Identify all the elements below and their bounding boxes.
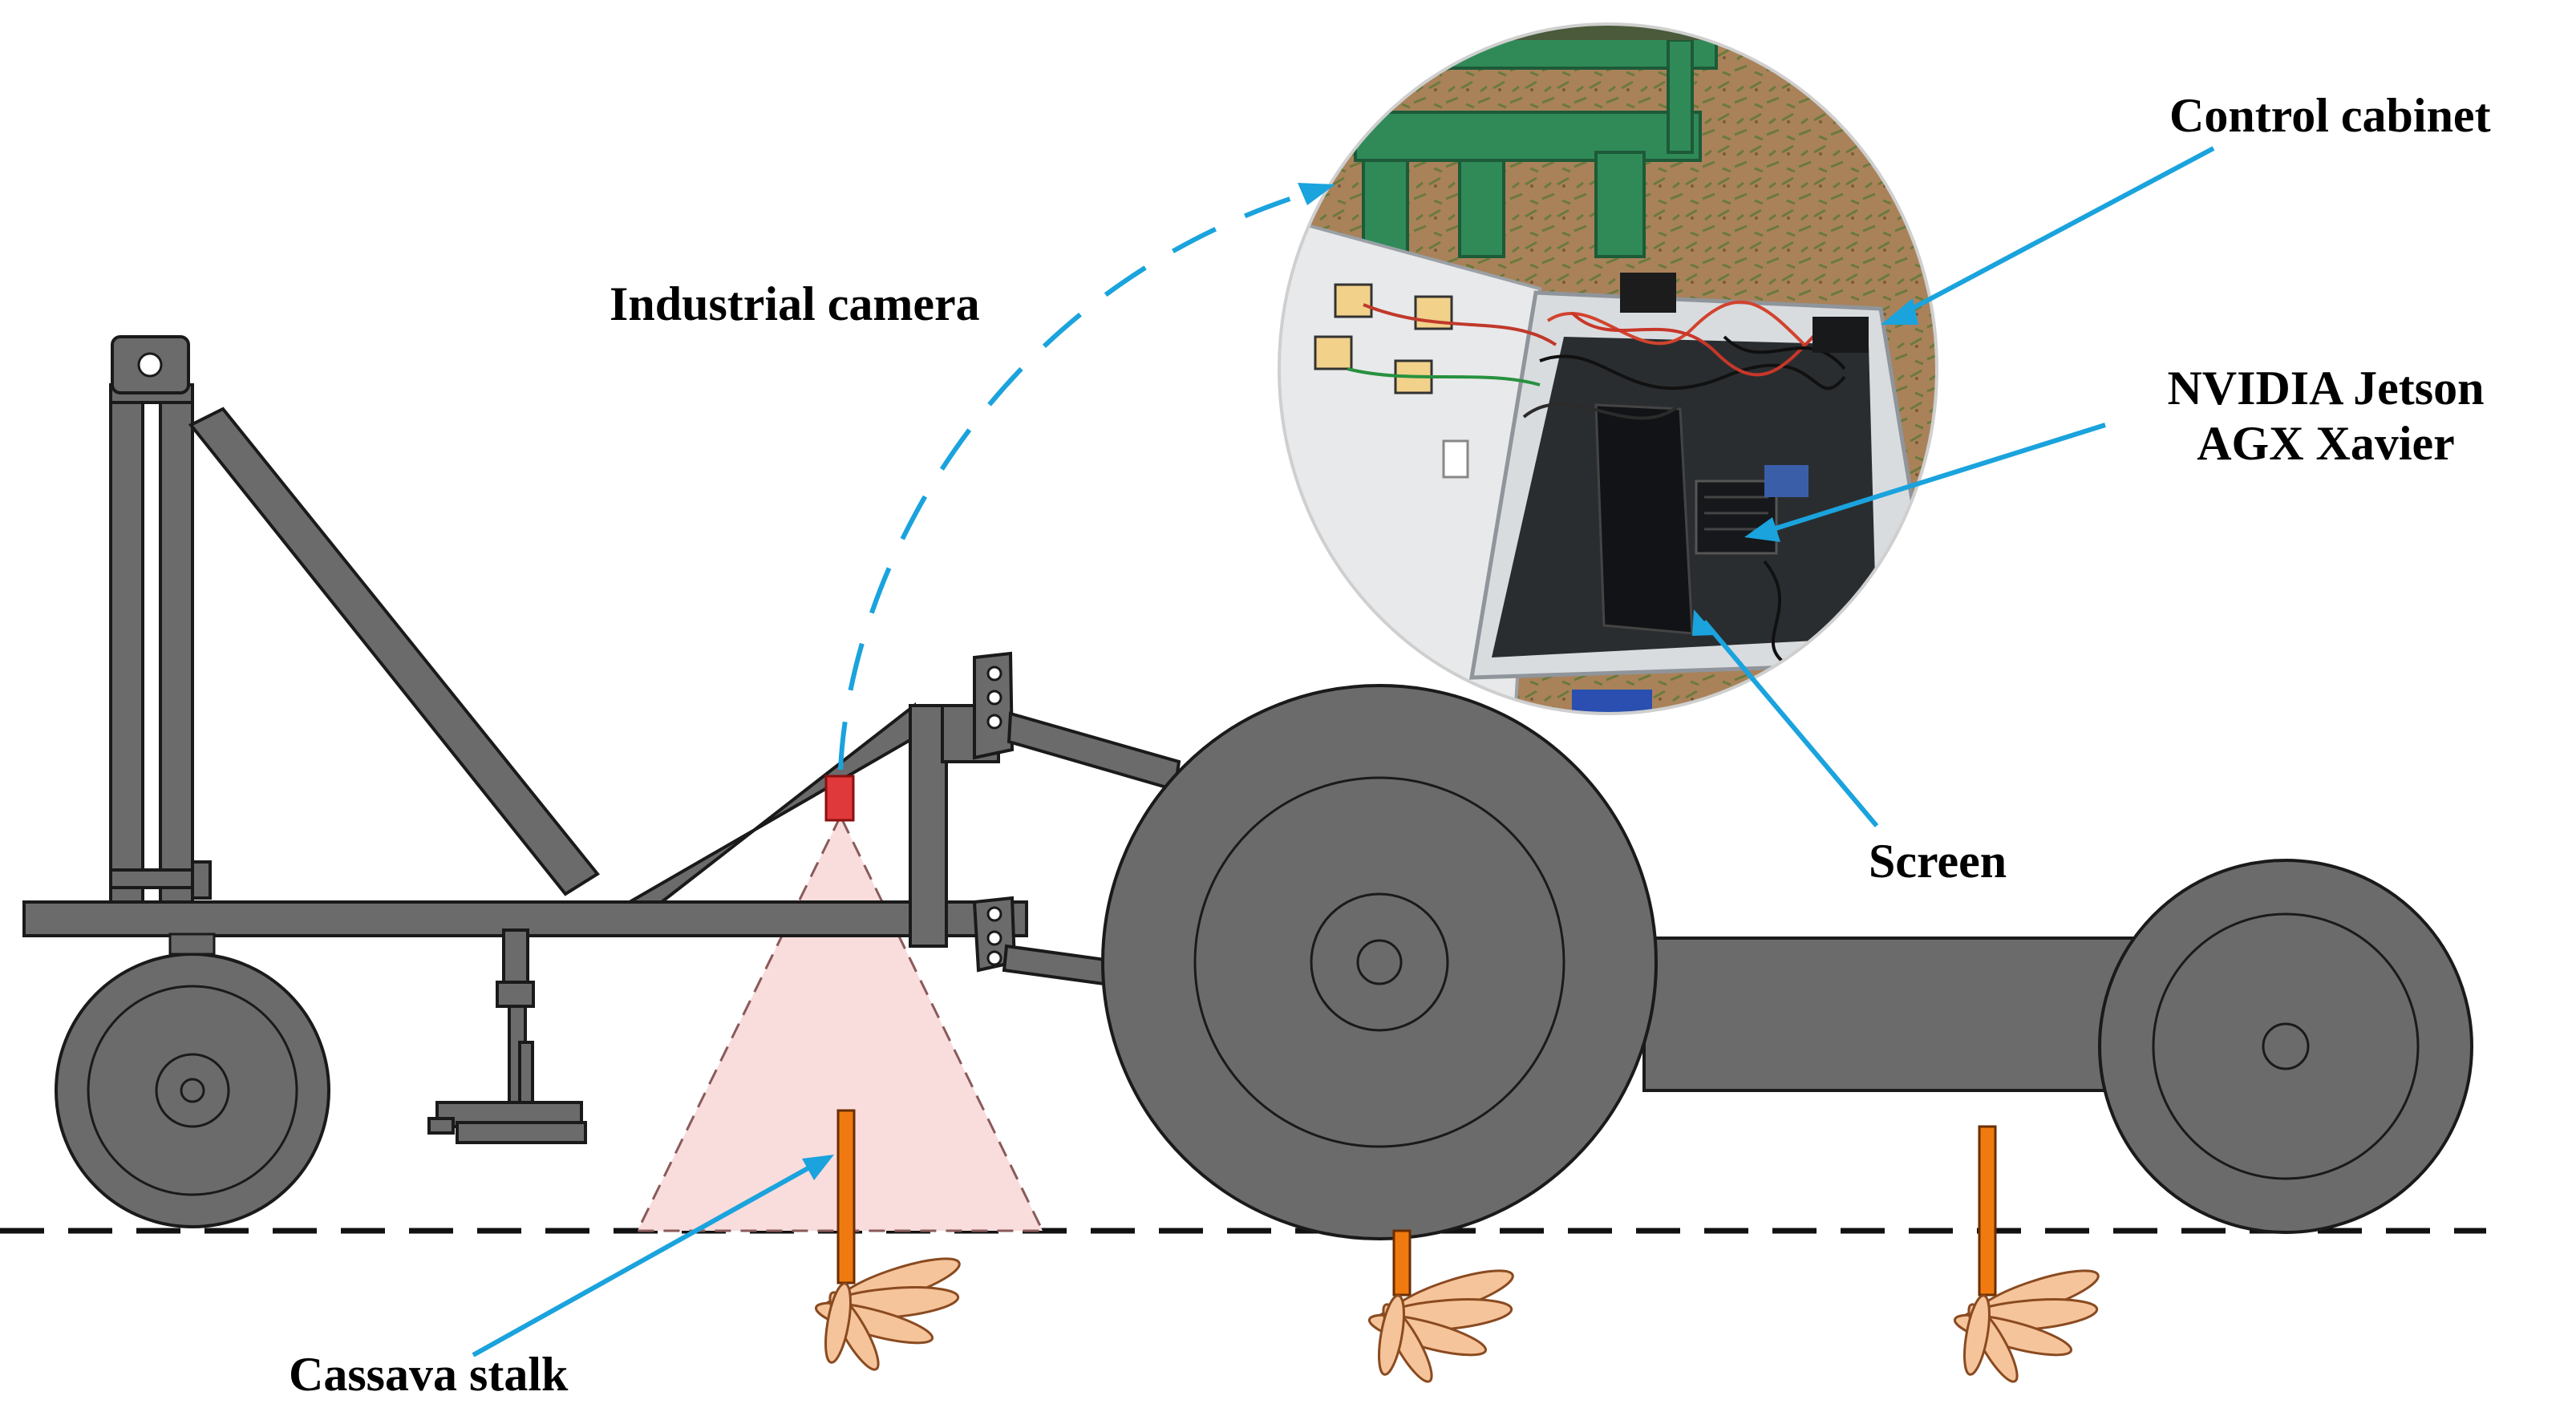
jetson-label-line2: AGX Xavier [2197,417,2455,470]
cassava-stalk-label: Cassava stalk [289,1348,569,1401]
cassava-stalk-icon [1367,1229,1514,1383]
stalk-leader [472,1160,820,1357]
screen-label: Screen [1869,835,2007,888]
planter-frame [22,335,1181,1144]
camera-view-cone [635,813,1045,1232]
cassava-stalk-icon [814,1109,961,1371]
cabinet-leader [1895,146,2215,319]
camera-leader-dashed [838,186,1324,771]
jetson-label: NVIDIA Jetson AGX Xavier [2117,361,2534,471]
industrial-camera-label: Industrial camera [610,277,980,330]
screen-leader [1702,620,1879,827]
leader-lines [472,146,2215,1357]
industrial-camera-icon [824,775,855,822]
cassava-stalk-icon [1953,1125,2100,1383]
leader-arrowheads [802,183,1918,1180]
hitch-holes [137,352,1002,966]
tractor [1101,684,2473,1240]
control-cabinet-photo [1278,22,1938,715]
control-cabinet-label: Control cabinet [2169,89,2491,142]
jetson-leader [1760,423,2106,536]
ground-wheel [55,933,330,1228]
jetson-label-line1: NVIDIA Jetson [2167,362,2485,415]
